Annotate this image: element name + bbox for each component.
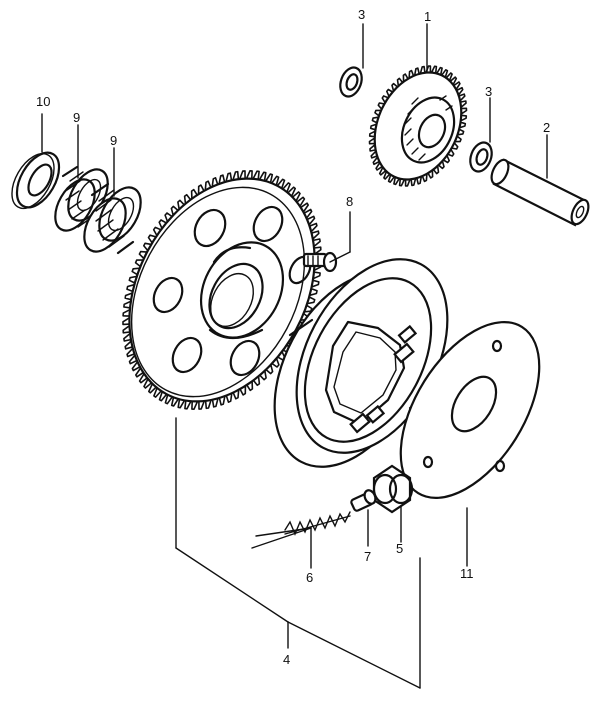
callout-part-8: 8	[346, 194, 353, 209]
needle-bearing-part-9-inner	[83, 182, 142, 255]
callout-part-2: 2	[543, 120, 550, 135]
callout-part-10: 10	[36, 94, 50, 109]
washer-part-10	[11, 151, 61, 210]
bolt-part-8	[302, 251, 338, 273]
callout-part-3a: 3	[358, 7, 365, 22]
callout-part-4: 4	[283, 652, 290, 667]
callout-part-6: 6	[306, 570, 313, 585]
callout-part-3b: 3	[485, 84, 492, 99]
spring-part-6	[284, 511, 351, 536]
plunger-part-7	[350, 489, 377, 512]
callout-part-9b: 9	[110, 133, 117, 148]
shaft-part-2	[490, 158, 590, 227]
callout-labels: 10 9 9 3 1 3 2 8 5 7 6 11 4	[36, 7, 550, 667]
washer-part-3-right	[469, 141, 493, 173]
callout-part-11: 11	[460, 566, 474, 581]
callout-part-9a: 9	[73, 110, 80, 125]
callout-part-1: 1	[424, 9, 431, 24]
leader-lines	[41, 23, 548, 689]
driven-gear	[122, 170, 322, 410]
callout-part-7: 7	[364, 549, 371, 564]
callout-part-5: 5	[396, 541, 403, 556]
backing-plate-part-11	[399, 321, 541, 499]
idle-gear-part-1	[368, 65, 468, 187]
washer-part-3-top	[339, 66, 363, 98]
one-way-clutch-housing	[273, 258, 449, 468]
